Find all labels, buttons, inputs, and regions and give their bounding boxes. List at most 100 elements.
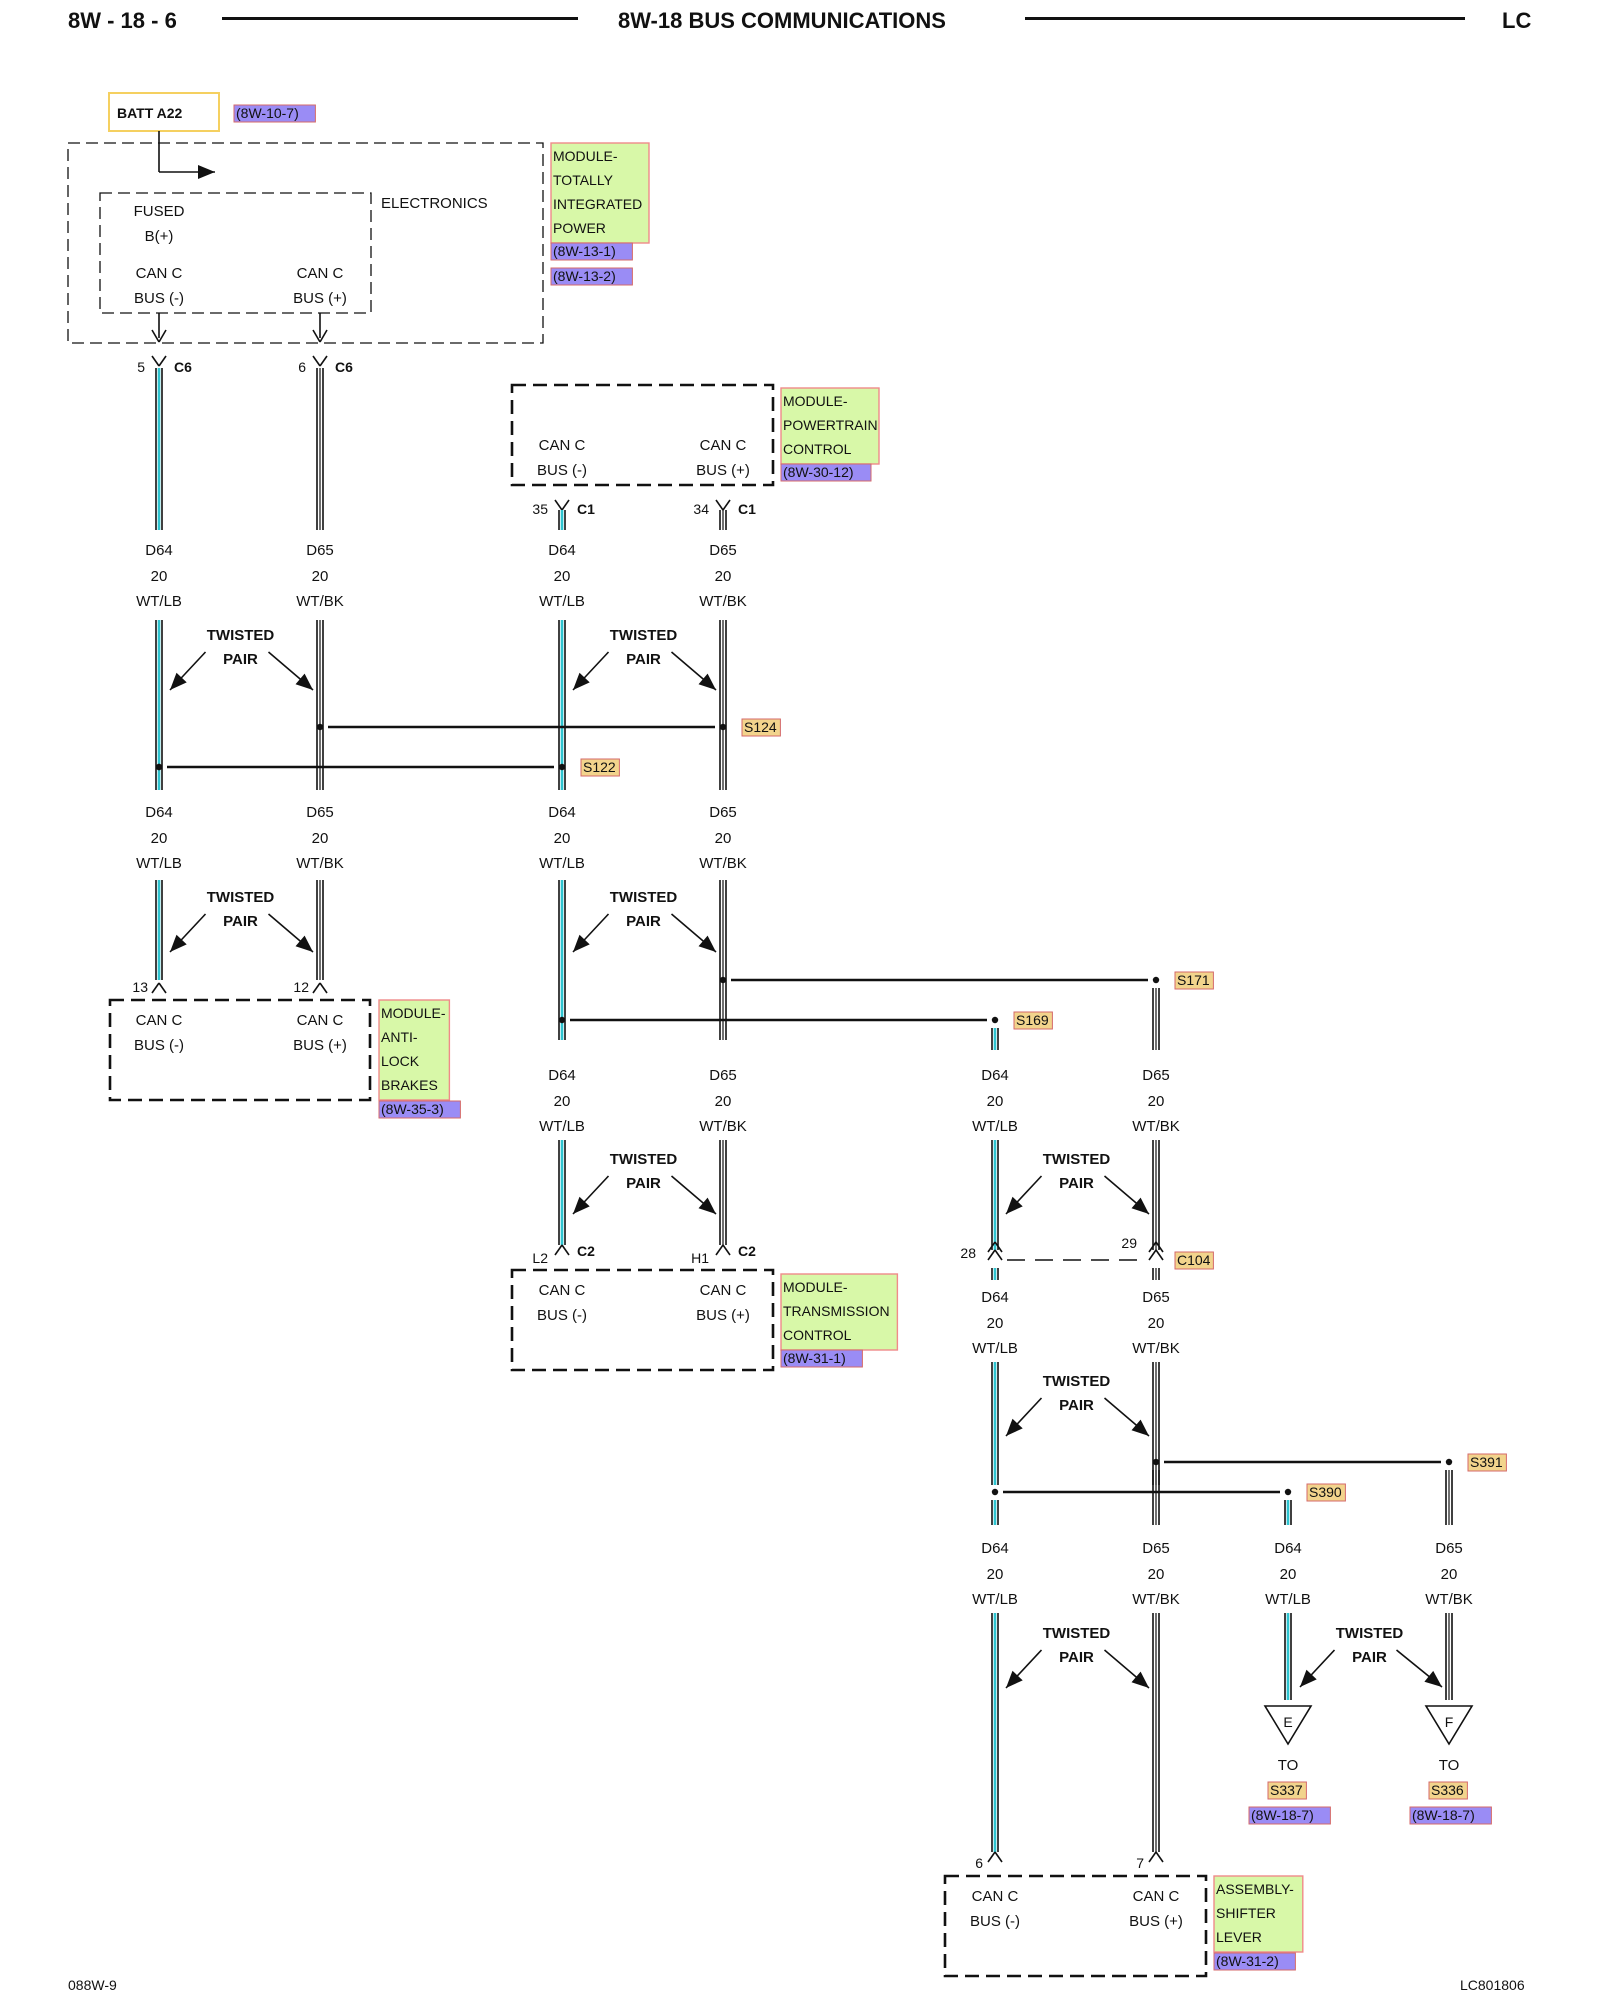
twisted-pair-arrow-left-head (170, 672, 187, 690)
c104-pin-28: 28 (960, 1245, 976, 1261)
tipm-fused-pin-line2: B(+) (145, 228, 174, 245)
tcm-ref: (8W-31-1) (783, 1350, 846, 1366)
terminal-f-letter: F (1445, 1714, 1454, 1730)
tcm-name-line: CONTROL (783, 1327, 852, 1343)
page-title: 8W-18 BUS COMMUNICATIONS (618, 8, 946, 33)
pcm-ref-bg (780, 463, 872, 482)
twisted-pair-arrow-left-head (170, 934, 187, 952)
tcm-name-box (780, 1273, 899, 1351)
tcm-name-line: TRANSMISSION (783, 1303, 890, 1319)
c6-pin-5: 5 (137, 359, 145, 375)
wire-color-label: WT/BK (1132, 1591, 1180, 1608)
twisted-pair-arrow-right-head (1131, 1671, 1149, 1688)
wire-circuit-label: D64 (145, 804, 173, 821)
connector-cavity-left (715, 499, 724, 511)
tipm-name-box (550, 142, 650, 244)
wire-gauge-label: 20 (715, 568, 732, 585)
s124-label-bg (741, 718, 781, 737)
c104-label: C104 (1177, 1252, 1211, 1268)
wire-circuit-label: D65 (1142, 1067, 1170, 1084)
connector-cavity-left (1148, 1241, 1157, 1253)
abs-can-pos-pin-line1: CAN C (297, 1012, 344, 1029)
twisted-pair-arrow-left-head (1300, 1669, 1317, 1687)
twisted-pair-arrow-left-head (1006, 1670, 1023, 1688)
tipm-name-line: MODULE- (553, 148, 618, 164)
twisted-pair-label: PAIR (1059, 1649, 1094, 1666)
twisted-pair-label: TWISTED (610, 889, 678, 906)
batt-a22-box (108, 92, 220, 132)
tipm-can-pos-pin-line1: CAN C (297, 265, 344, 282)
connector-cavity-left (554, 499, 563, 511)
twisted-pair-arrow-left-head (1006, 1196, 1023, 1214)
abs-can-pos-pin-line2: BUS (+) (293, 1037, 347, 1054)
wire-circuit-label: D65 (709, 1067, 737, 1084)
splice-dot (719, 723, 727, 731)
terminal-f-ref: (8W-18-7) (1412, 1807, 1475, 1823)
pcm-module-box (510, 383, 775, 487)
connector-cavity-left (1148, 1249, 1157, 1261)
c1-connector-label: C1 (577, 501, 595, 517)
wire-circuit-label: D65 (1435, 1540, 1463, 1557)
shifter-can-neg-pin-line2: BUS (-) (970, 1913, 1020, 1930)
twisted-pair-arrow-right-head (698, 673, 716, 690)
batt-ref: (8W-10-7) (236, 105, 299, 121)
batt-a22-label: BATT A22 (117, 105, 183, 121)
wire-gauge-label: 20 (1441, 1566, 1458, 1583)
connector-cavity-left (554, 1244, 563, 1256)
tipm-name-line: INTEGRATED (553, 196, 642, 212)
shifter-can-pos-pin-line1: CAN C (1133, 1888, 1180, 1905)
wire-color-label: WT/BK (296, 593, 344, 610)
s171-label-bg (1174, 971, 1214, 990)
c1-connector-label: C1 (738, 501, 756, 517)
c2-connector-label: C2 (738, 1243, 756, 1259)
pcm-can-neg-pin-line2: BUS (-) (537, 462, 587, 479)
wire-gauge-label: 20 (312, 568, 329, 585)
splice-dot (155, 763, 163, 771)
shifter-name-line: ASSEMBLY- (1216, 1881, 1294, 1897)
tipm-ref-1-bg (550, 242, 633, 261)
abs-name-line: ANTI- (381, 1029, 418, 1045)
tcm-can-pos-pin-line1: CAN C (700, 1282, 747, 1299)
pcm-can-neg-pin-line1: CAN C (539, 437, 586, 454)
abs-pin-12: 12 (293, 979, 309, 995)
splice-dot (1284, 1488, 1292, 1496)
wire-circuit-label: D64 (145, 542, 173, 559)
s169-label-bg (1013, 1011, 1053, 1030)
tipm-ref-2: (8W-13-2) (553, 268, 616, 284)
terminal-e-triangle (1263, 1705, 1313, 1746)
splice-dot (991, 1016, 999, 1024)
shifter-ref: (8W-31-2) (1216, 1953, 1279, 1969)
connector-cavity-right (561, 1244, 570, 1256)
s390-label-bg (1306, 1483, 1346, 1502)
twisted-pair-arrow-left-head (573, 1196, 590, 1214)
splice-dot (558, 763, 566, 771)
shifter-pin-7: 7 (1136, 1855, 1144, 1871)
connector-cavity-left (312, 982, 321, 994)
abs-pin-13: 13 (132, 979, 148, 995)
twisted-pair-label: PAIR (1059, 1175, 1094, 1192)
connector-cavity-right (722, 1244, 731, 1256)
twisted-pair-arrow-right-head (1131, 1197, 1149, 1214)
terminal-f-triangle (1424, 1705, 1474, 1746)
terminal-e-ref-bg (1248, 1806, 1331, 1825)
tcm-can-neg-pin-line2: BUS (-) (537, 1307, 587, 1324)
abs-can-neg-pin-line2: BUS (-) (134, 1037, 184, 1054)
wire-gauge-label: 20 (987, 1093, 1004, 1110)
splice-dot (991, 1488, 999, 1496)
splice-dot (1152, 976, 1160, 984)
s124-label: S124 (744, 719, 777, 735)
twisted-pair-arrow-left-head (573, 934, 590, 952)
wire-color-label: WT/BK (699, 593, 747, 610)
wire-circuit-label: D65 (306, 804, 334, 821)
connector-cavity-right (1155, 1249, 1164, 1261)
twisted-pair-label: PAIR (223, 913, 258, 930)
splice-dot (558, 1016, 566, 1024)
wire-gauge-label: 20 (554, 830, 571, 847)
wire-gauge-label: 20 (1148, 1566, 1165, 1583)
tipm-can-neg-pin-line2: BUS (-) (134, 290, 184, 307)
twisted-pair-arrow-right-head (1424, 1670, 1442, 1687)
wire-color-label: WT/BK (1132, 1118, 1180, 1135)
terminal-e-splice-bg (1267, 1781, 1307, 1800)
terminal-e-ref: (8W-18-7) (1251, 1807, 1314, 1823)
tipm-electronics-box (99, 192, 372, 314)
